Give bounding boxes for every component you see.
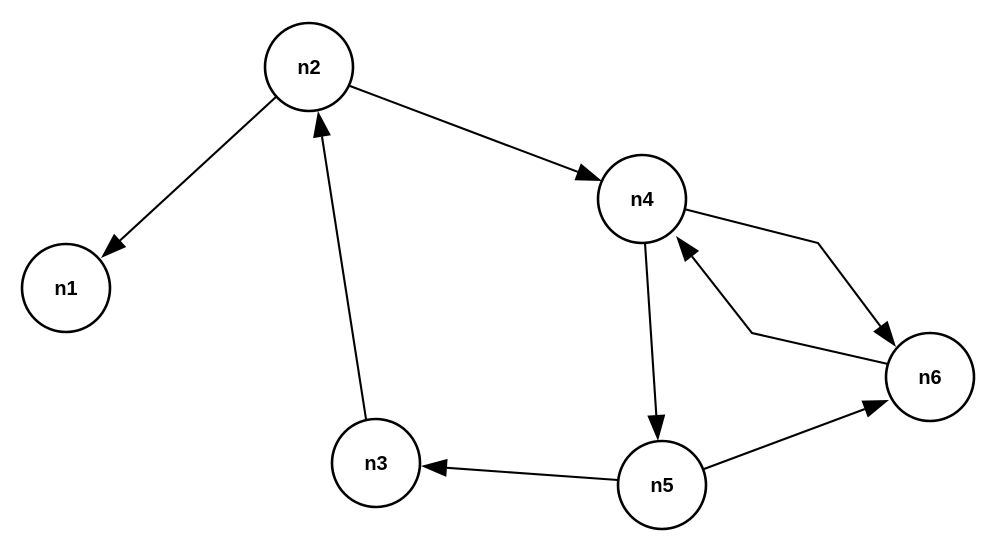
edge-line: [691, 255, 889, 366]
graph-node-n4[interactable]: n4: [596, 153, 688, 245]
graph-edge-n2-to-n4[interactable]: [349, 85, 602, 181]
node-circle[interactable]: [20, 242, 112, 334]
edge-line: [320, 136, 368, 420]
graph-edge-n4-to-n5[interactable]: [643, 242, 666, 441]
node-circle[interactable]: [596, 153, 688, 245]
edge-line: [119, 95, 278, 242]
edge-line: [349, 85, 579, 173]
graph-edge-n4-to-n6[interactable]: [683, 207, 896, 347]
arrowhead-icon: [101, 233, 127, 258]
edge-line: [703, 408, 866, 470]
node-circle[interactable]: [330, 417, 422, 509]
graph-edge-n6-to-n4[interactable]: [676, 236, 889, 366]
graph-node-n1[interactable]: n1: [20, 242, 112, 334]
nodes-layer: n1 n2 n3 n4 n5 n6: [20, 21, 976, 531]
arrowhead-icon: [676, 236, 700, 263]
graph-node-n3[interactable]: n3: [330, 417, 422, 509]
arrowhead-icon: [861, 400, 889, 418]
node-circle[interactable]: [884, 331, 976, 423]
graph-edge-n2-to-n1[interactable]: [101, 95, 278, 258]
arrowhead-icon: [421, 458, 448, 477]
arrowhead-icon: [574, 163, 602, 181]
node-circle[interactable]: [263, 21, 355, 113]
edge-line: [643, 242, 658, 416]
arrowhead-icon: [873, 320, 896, 347]
arrowhead-icon: [313, 111, 331, 139]
graph-edge-n3-to-n2[interactable]: [313, 111, 368, 420]
arrowhead-icon: [647, 414, 666, 441]
graph-edge-n5-to-n6[interactable]: [703, 400, 889, 470]
graph-node-n2[interactable]: n2: [263, 21, 355, 113]
graph-node-n6[interactable]: n6: [884, 331, 976, 423]
node-circle[interactable]: [616, 439, 708, 531]
graph-node-n5[interactable]: n5: [616, 439, 708, 531]
graph-edge-n5-to-n3[interactable]: [421, 458, 619, 482]
edge-line: [446, 466, 619, 482]
edges-layer: [101, 85, 896, 482]
edge-line: [683, 207, 882, 327]
